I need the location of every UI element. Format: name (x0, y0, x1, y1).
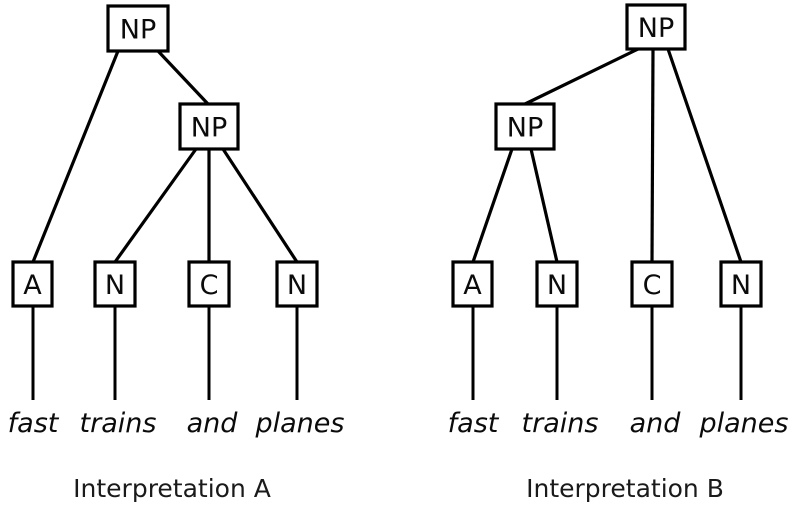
edge-a-root-to-a-adj (31, 50, 120, 263)
word-label-planes: planes (699, 408, 789, 439)
word-label-trains: trains (522, 408, 599, 439)
node-box-b-np2[interactable] (494, 102, 556, 151)
node-box-b-n1[interactable] (535, 260, 579, 308)
edge-b-np2-to-b-adj (471, 148, 514, 263)
node-label-b-n1: N (547, 270, 567, 301)
leaf-leader-lines (31, 306, 299, 400)
node-label-b-n2: N (731, 270, 751, 301)
node-b-n2[interactable]: N (719, 260, 763, 308)
word-label-and: and (630, 408, 682, 439)
node-a-conj[interactable]: C (187, 260, 231, 308)
edge-a-root-to-a-np2 (156, 49, 210, 106)
node-label-a-adj: A (23, 270, 42, 301)
node-box-a-adj[interactable] (11, 260, 54, 308)
word-labels: fast trains and planes (8, 408, 345, 439)
leaf-leader-lines (471, 306, 743, 400)
word-labels: fast trains and planes (448, 408, 789, 439)
tree-nodes: NP NP A N C N (451, 3, 763, 308)
node-b-n1[interactable]: N (535, 260, 579, 308)
word-label-trains: trains (80, 408, 157, 439)
word-label-fast: fast (8, 408, 60, 439)
node-b-np2[interactable]: NP (494, 102, 556, 151)
node-label-a-np2: NP (191, 113, 227, 144)
node-label-b-root: NP (638, 13, 674, 44)
node-b-adj[interactable]: A (451, 260, 494, 308)
node-a-adj[interactable]: A (11, 260, 54, 308)
edge-b-root-to-b-conj (650, 48, 655, 263)
edge-b-np2-to-b-n1 (529, 148, 559, 263)
node-box-b-root[interactable] (625, 3, 687, 51)
edge-a-np2-to-a-n1 (113, 148, 198, 263)
node-box-a-n2[interactable] (275, 260, 319, 308)
node-label-a-conj: C (200, 270, 219, 301)
node-label-b-np2: NP (507, 113, 543, 144)
node-label-b-adj: A (463, 270, 482, 301)
caption-interpretation-a: Interpretation A (73, 474, 271, 503)
edge-b-root-to-b-np2 (524, 47, 639, 106)
node-b-root[interactable]: NP (625, 3, 687, 51)
node-a-n2[interactable]: N (275, 260, 319, 308)
node-label-a-n2: N (287, 270, 307, 301)
node-label-a-root: NP (120, 15, 156, 46)
tree-nodes: NP NP A N C N (11, 4, 319, 308)
edge-b-root-to-b-n2 (666, 48, 743, 263)
word-label-fast: fast (448, 408, 500, 439)
word-label-and: and (187, 408, 239, 439)
tree-edges (31, 49, 299, 263)
node-b-conj[interactable]: C (630, 260, 674, 308)
node-box-a-n1[interactable] (93, 260, 137, 308)
node-box-b-adj[interactable] (451, 260, 494, 308)
node-box-a-root[interactable] (106, 4, 170, 53)
node-a-root[interactable]: NP (106, 4, 170, 53)
edge-a-np2-to-a-n2 (221, 148, 299, 263)
node-a-n1[interactable]: N (93, 260, 137, 308)
node-a-np2[interactable]: NP (178, 102, 240, 151)
node-label-b-conj: C (643, 270, 662, 301)
node-box-a-conj[interactable] (187, 260, 231, 308)
node-box-a-np2[interactable] (178, 102, 240, 151)
word-label-planes: planes (255, 408, 345, 439)
tree-edges (471, 47, 743, 263)
caption-interpretation-b: Interpretation B (526, 474, 724, 503)
node-label-a-n1: N (105, 270, 125, 301)
node-box-b-n2[interactable] (719, 260, 763, 308)
node-box-b-conj[interactable] (630, 260, 674, 308)
